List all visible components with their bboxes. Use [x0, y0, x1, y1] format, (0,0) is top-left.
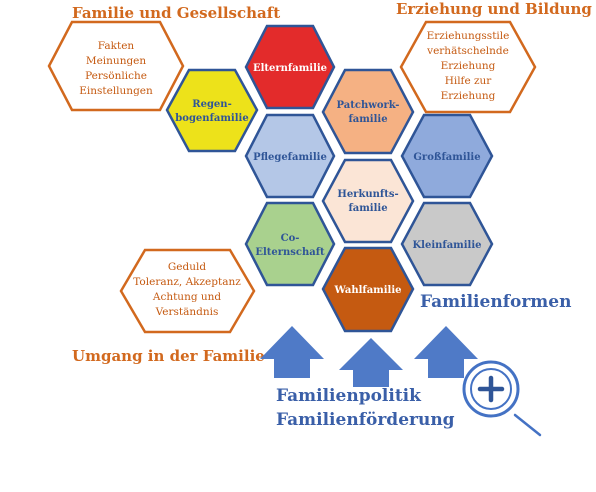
arrow-up-icon [414, 326, 478, 378]
heading-familie-gesellschaft: Familie und Gesellschaft [72, 4, 281, 22]
hex-herkunftsfamilie-label-1: Herkunfts- [337, 189, 398, 200]
callout-erziehung-bildung-line-1: Erziehungsstile [427, 30, 510, 42]
callout-erziehung-bildung-line-3: Erziehung [441, 60, 496, 72]
heading-familienfoerderung: Familienförderung [276, 410, 455, 430]
heading-umgang-familie: Umgang in der Familie [72, 347, 265, 365]
hex-patchworkfamilie: Patchwork- familie [321, 68, 415, 155]
hex-pflegefamilie: Pflegefamilie [244, 113, 336, 199]
heading-erziehung-bildung: Erziehung und Bildung [396, 0, 592, 18]
hex-regenbogenfamilie-label-1: Regen- [192, 99, 231, 110]
hex-grossfamilie: Großfamilie [400, 113, 494, 199]
hex-patchworkfamilie-label-1: Patchwork- [337, 100, 400, 111]
hex-co-elternschaft-label-2: Elternschaft [255, 247, 325, 258]
hex-co-elternschaft: Co- Elternschaft [244, 201, 336, 287]
hex-kleinfamilie: Kleinfamilie [400, 201, 494, 287]
callout-familie-gesellschaft-line-3: Persönliche [85, 70, 147, 82]
callout-umgang-familie-line-3: Achtung und [152, 291, 222, 303]
callout-umgang-familie-line-2: Toleranz, Akzeptanz [133, 276, 241, 288]
callout-umgang-familie: Geduld Toleranz, Akzeptanz Achtung und V… [119, 248, 256, 334]
hex-regenbogenfamilie-label-2: bogenfamilie [175, 113, 248, 124]
callout-erziehung-bildung-line-4: Hilfe zur [445, 75, 493, 87]
hex-wahlfamilie: Wahlfamilie [321, 246, 415, 333]
hex-elternfamilie: Elternfamilie [244, 24, 336, 110]
hex-herkunftsfamilie: Herkunfts- familie [321, 158, 415, 244]
arrow-up-icon [339, 338, 403, 387]
callout-umgang-familie-line-4: Verständnis [155, 306, 219, 318]
callout-erziehung-bildung-line-2: verhätschelnde [426, 45, 509, 57]
callout-erziehung-bildung: Erziehungsstile verhätschelnde Erziehung… [399, 20, 537, 114]
zoom-in-icon[interactable] [462, 360, 546, 441]
hex-grossfamilie-label: Großfamilie [413, 152, 480, 163]
callout-familie-gesellschaft-line-2: Meinungen [86, 55, 147, 67]
hex-pflegefamilie-label: Pflegefamilie [253, 152, 327, 163]
callout-umgang-familie-line-1: Geduld [168, 261, 206, 273]
callout-familie-gesellschaft-line-4: Einstellungen [79, 85, 153, 97]
hex-patchworkfamilie-label-2: familie [348, 114, 387, 125]
arrow-up-icon [260, 326, 324, 378]
heading-familienformen: Familienformen [420, 292, 572, 312]
callout-familie-gesellschaft: Fakten Meinungen Persönliche Einstellung… [47, 20, 185, 112]
callout-familie-gesellschaft-line-1: Fakten [98, 40, 135, 52]
callout-erziehung-bildung-line-5: Erziehung [441, 90, 496, 102]
hex-co-elternschaft-label-1: Co- [281, 233, 300, 244]
heading-familienpolitik: Familienpolitik [276, 386, 421, 406]
hex-elternfamilie-label: Elternfamilie [253, 63, 327, 74]
hex-kleinfamilie-label: Kleinfamilie [412, 240, 481, 251]
hex-regenbogenfamilie: Regen- bogenfamilie [165, 68, 259, 153]
hex-wahlfamilie-label: Wahlfamilie [333, 285, 401, 296]
hex-herkunftsfamilie-label-2: familie [348, 203, 387, 214]
